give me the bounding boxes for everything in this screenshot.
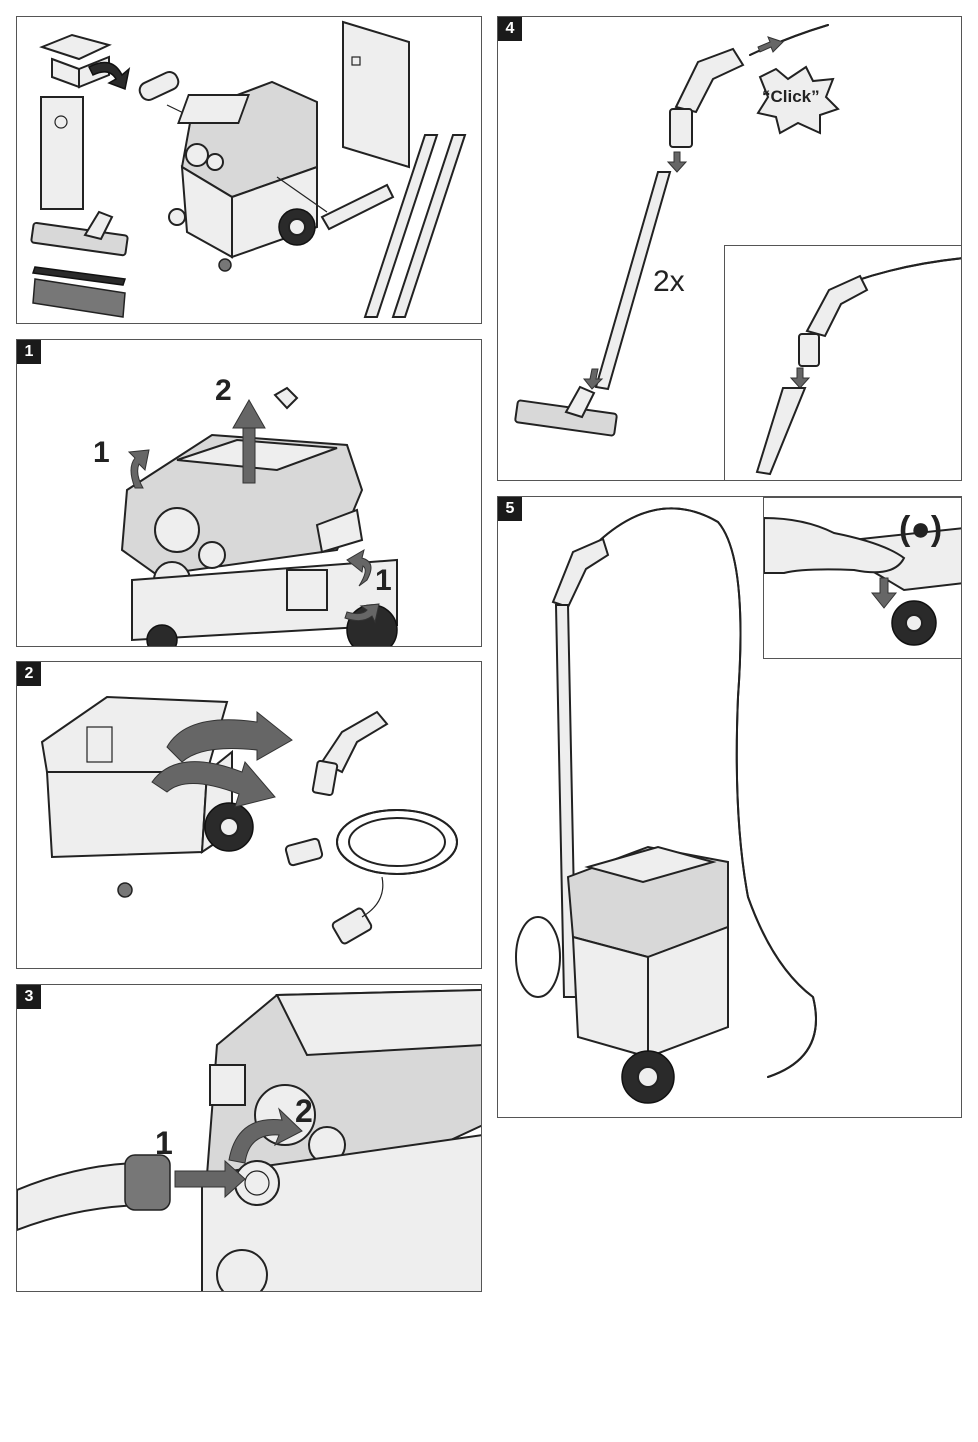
press-arrow-icon [870,577,898,609]
hose-icon [854,257,961,282]
crevice-nozzle-icon [755,387,807,476]
crevice-inset [724,245,961,480]
count-label: 2x [653,265,685,298]
step-2-panel: 2 [16,661,482,969]
lift-arrow-icon [232,398,266,484]
rotate-arrow-icon [228,1107,303,1164]
arrow-down-icon [582,368,604,390]
latch-right-label: 1 [375,564,392,597]
suction-hose-icon [284,809,458,945]
vacuum-cleaner-icon [168,80,318,272]
click-burst-icon [756,65,840,135]
step-1-panel: 1 2 1 1 [16,339,482,647]
arrow-down-icon [789,367,811,389]
step-badge: 4 [498,17,522,41]
suction-tubes-icon [363,134,467,318]
handle-icon [551,537,610,609]
step-3-panel: 3 1 2 [16,984,482,1292]
brake-icon: (●) [899,510,943,548]
manual-sheet-icon [342,20,410,169]
latch-left-label: 1 [93,436,110,469]
contents-panel [16,16,482,324]
handle-icon [669,36,784,148]
insert-label: 1 [155,1125,173,1161]
arrow-down-icon [666,151,688,173]
hose-end-icon [17,1154,171,1232]
brake-inset: (●) [763,497,961,659]
step-5-panel: 5 (●) [497,496,962,1118]
crevice-inset-illustration [755,257,961,476]
latch-left-arrow-icon [127,449,150,489]
step-badge: 2 [17,662,41,686]
lift-label: 2 [215,374,232,407]
foot-icon [764,516,906,574]
vacuum-cleaner-icon [515,845,729,1104]
handle-icon [311,710,389,797]
floor-nozzle-icon [514,385,618,437]
step-badge: 1 [17,340,41,364]
brake-inset-illustration [764,516,961,646]
floor-nozzle-icon [30,210,129,318]
step-4-panel: 4 2x “Click” [497,16,962,481]
port-icon [234,1160,280,1206]
unpack-box-icon [39,33,131,91]
vacuum-head-icon [120,386,398,646]
step-4-illustration [514,24,840,437]
hose-icon [749,24,829,56]
insert-arrow-icon [174,1159,246,1199]
step-badge: 5 [498,497,522,521]
handle-icon [798,274,869,367]
suction-hose-icon [597,507,817,1078]
crevice-nozzle-icon [276,176,395,231]
step-3-illustration [17,989,481,1291]
filter-bag-icon [40,96,84,210]
click-label: “Click” [762,87,820,106]
extension-tubes-icon [594,171,672,391]
step-2-illustration [40,695,458,945]
remove-arrows-icon [151,710,293,808]
rotate-label: 2 [295,1093,313,1129]
step-badge: 3 [17,985,41,1009]
contents-illustration [30,20,467,318]
step-5-illustration [515,507,817,1104]
latch-right-arrow-icon [344,548,380,624]
step-1-illustration [120,386,398,646]
